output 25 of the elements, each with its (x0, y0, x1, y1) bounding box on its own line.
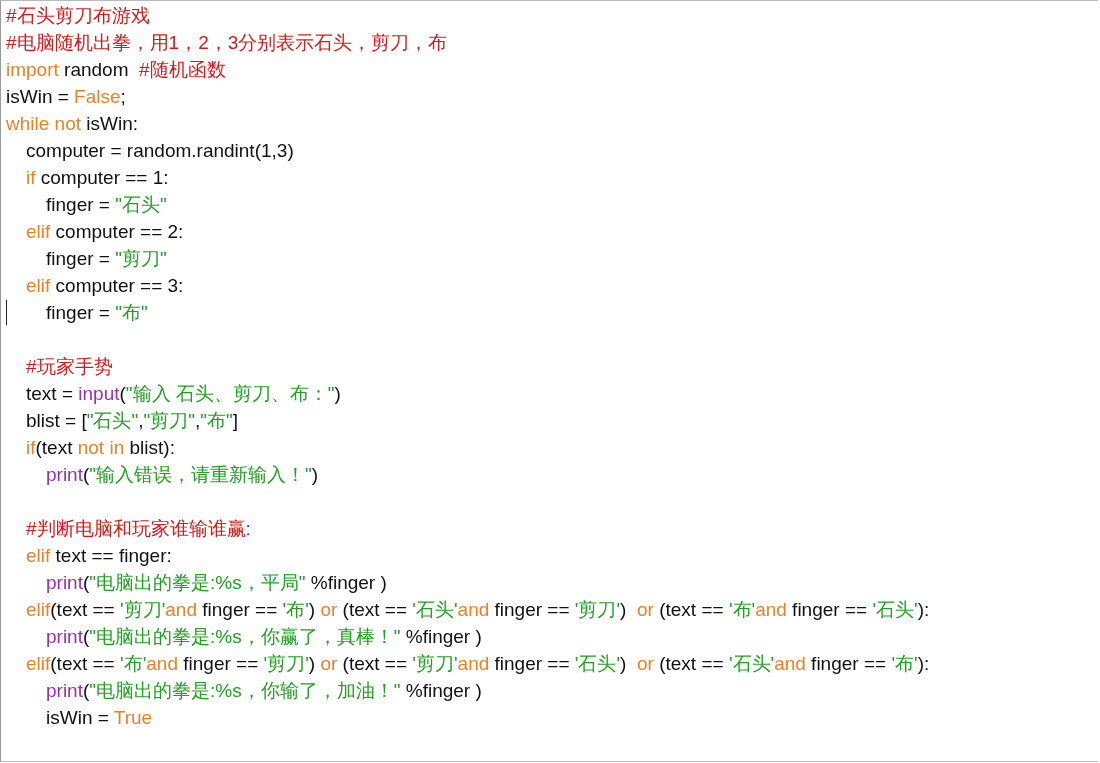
code-line: blist = ["石头","剪刀","布"] (26, 409, 239, 433)
code-line: finger = "剪刀" (46, 247, 167, 271)
code-line: text = input("输入 石头、剪刀、布：") (26, 382, 341, 406)
code-line: print("电脑出的拳是:%s，平局" %finger ) (46, 571, 387, 595)
code-line: print("电脑出的拳是:%s，你赢了，真棒！" %finger ) (46, 625, 482, 649)
code-line: elif text == finger: (26, 544, 172, 568)
code-line: #玩家手势 (26, 355, 113, 379)
code-line: #判断电脑和玩家谁输谁赢: (26, 517, 251, 541)
code-line: #电脑随机出拳，用1，2，3分别表示石头，剪刀，布 (6, 31, 448, 55)
code-line: elif computer == 2: (26, 220, 184, 244)
code-line: computer = random.randint(1,3) (26, 139, 294, 163)
code-line: if(text not in blist): (26, 436, 175, 460)
code-line: finger = "布" (46, 301, 148, 325)
code-line: elif(text == '布'and finger == '剪刀') or (text == '剪刀'and finger == '石头') or (text == '石头'and finger == '布'): (26, 652, 930, 676)
code-line: #石头剪刀布游戏 (6, 4, 150, 28)
code-line: elif(text == '剪刀'and finger == '布') or (text == '石头'and finger == '剪刀') or (text == '布'and finger == '石头'): (26, 598, 930, 622)
code-line: print("电脑出的拳是:%s，你输了，加油！" %finger ) (46, 679, 482, 703)
code-line: finger = "石头" (46, 193, 167, 217)
code-line: elif computer == 3: (26, 274, 184, 298)
code-line: while not isWin: (6, 112, 138, 136)
code-line: if computer == 1: (26, 166, 169, 190)
code-line: print("输入错误，请重新输入！") (46, 463, 319, 487)
code-line: import random #随机函数 (6, 58, 226, 82)
code-line: isWin = False; (6, 85, 126, 109)
code-line: isWin = True (46, 706, 153, 730)
